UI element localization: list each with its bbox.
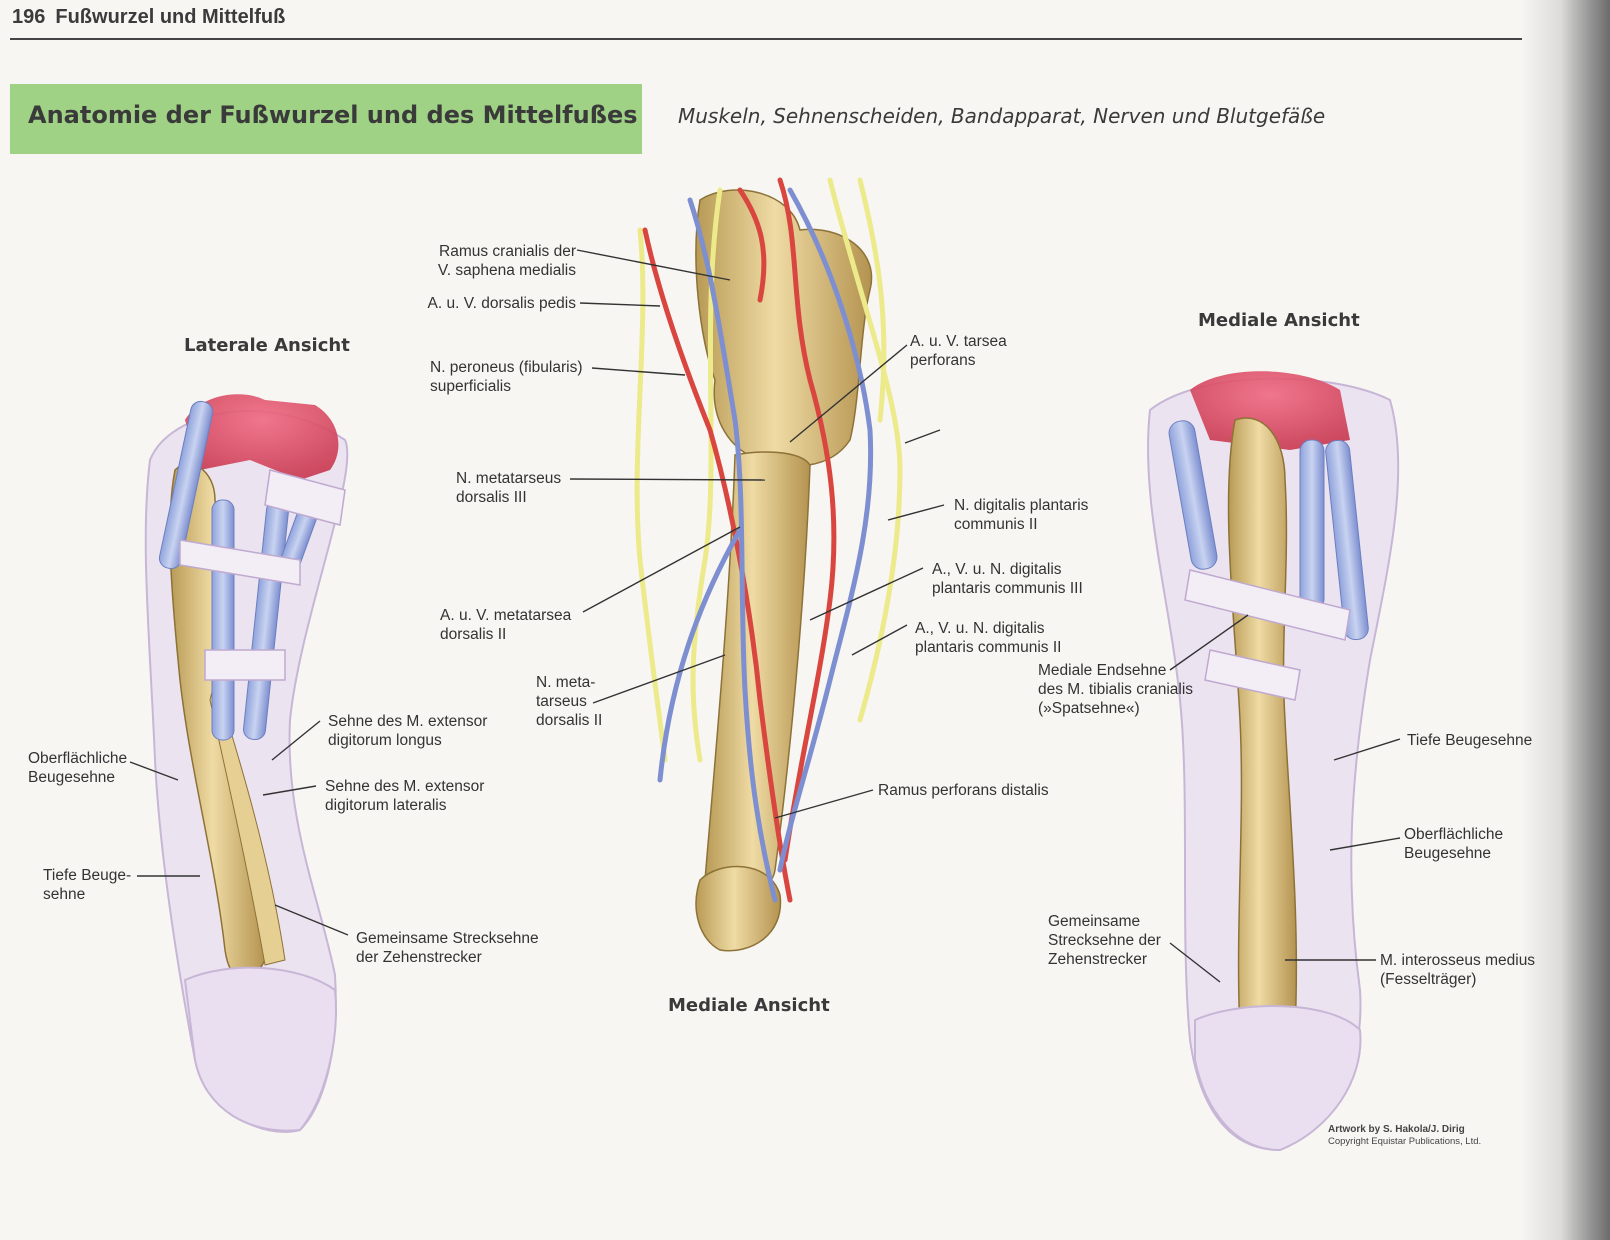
page-number: 196 — [12, 6, 46, 28]
artwork-credit-artist: Artwork by S. Hakola/J. Dirig — [1328, 1124, 1465, 1135]
page-title: Anatomie der Fußwurzel und des Mittelfuß… — [28, 101, 638, 129]
medial-muscles — [1190, 371, 1350, 450]
lateral-cannon-bone — [209, 678, 286, 966]
chapter-title: Fußwurzel und Mittelfuß — [55, 6, 286, 28]
label-dorsalis-pedis: A. u. V. dorsalis pedis — [427, 295, 576, 312]
lateral-retinacula — [179, 469, 346, 681]
page-edge-shadow — [1520, 0, 1610, 1240]
title-band: Anatomie der Fußwurzel und des Mittelfuß… — [10, 84, 642, 154]
page-subtitle: Muskeln, Sehnenscheiden, Bandapparat, Ne… — [678, 104, 1326, 128]
label-tiefe-beugesehne-left: Tiefe Beuge-sehne — [43, 867, 132, 903]
lateral-muscles — [185, 394, 339, 480]
label-ramus-perforans: Ramus perforans distalis — [878, 782, 1049, 799]
medial-view-illustration — [1147, 371, 1400, 1152]
header-rule — [10, 38, 1522, 40]
view-title-lateral: Laterale Ansicht — [184, 335, 350, 356]
label-n-peroneus: N. peroneus (fibularis)superficialis — [430, 359, 583, 395]
medial-tendon-sheaths — [1168, 420, 1369, 641]
label-interosseus-medius: M. interosseus medius(Fesselträger) — [1380, 952, 1536, 988]
center-fetlock-bone — [695, 865, 782, 952]
artwork-credit-copyright: Copyright Equistar Publications, Ltd. — [1328, 1136, 1482, 1147]
lateral-fetlock-wrap — [183, 966, 337, 1132]
label-tiefe-beugesehne-right: Tiefe Beugesehne — [1407, 732, 1533, 749]
view-title-medial-center: Mediale Ansicht — [668, 995, 830, 1016]
artwork-credit: Artwork by S. Hakola/J. Dirig Copyright … — [1328, 1124, 1481, 1148]
medial-vascular-illustration — [634, 177, 903, 952]
running-header: 196 Fußwurzel und Mittelfuß — [12, 6, 285, 29]
view-title-medial-right: Mediale Ansicht — [1198, 310, 1360, 331]
lateral-view-illustration — [144, 394, 349, 1133]
medial-fetlock-wrap — [1194, 1005, 1362, 1152]
